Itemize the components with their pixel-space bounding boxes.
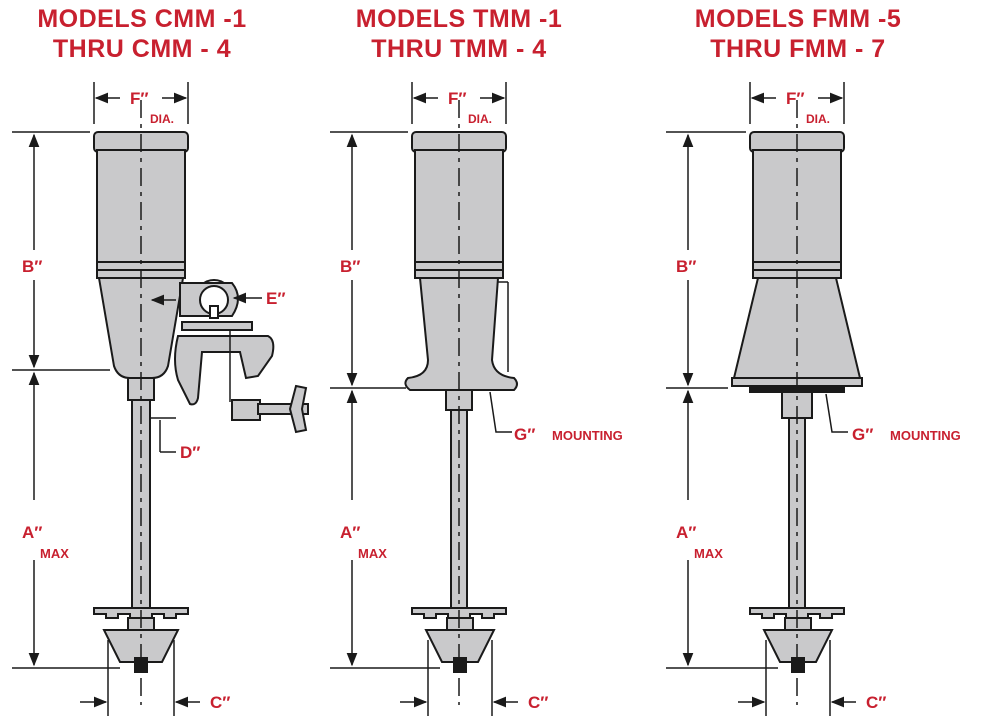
label-c: C″ <box>866 693 886 712</box>
clamp-key <box>209 305 219 319</box>
label-g: G″ <box>852 425 873 444</box>
label-max: MAX <box>358 546 387 561</box>
label-f: F″ <box>130 89 149 108</box>
label-f: F″ <box>448 89 467 108</box>
label-mounting: MOUNTING <box>552 428 623 443</box>
mixer-cmm <box>93 131 309 673</box>
label-b: B″ <box>22 257 42 276</box>
title-line-2: THRU CMM - 4 <box>52 35 232 63</box>
clamp-plate <box>181 321 253 331</box>
label-dia: DIA. <box>150 112 174 126</box>
title-line-1: MODELS TMM -1 <box>355 5 563 33</box>
label-dia: DIA. <box>806 112 830 126</box>
label-a: A″ <box>676 523 696 542</box>
label-mounting: MOUNTING <box>890 428 961 443</box>
label-a: A″ <box>22 523 42 542</box>
title-line-2: THRU FMM - 7 <box>710 35 886 63</box>
title-line-2: THRU TMM - 4 <box>371 35 547 63</box>
label-g: G″ <box>514 425 535 444</box>
c-clamp <box>174 335 275 406</box>
label-b: B″ <box>340 257 360 276</box>
labels-cmm: F″ DIA. B″ A″ MAX C″ D″ E″ <box>22 89 285 712</box>
label-b: B″ <box>676 257 696 276</box>
clamp-screw <box>257 403 309 415</box>
label-c: C″ <box>210 693 230 712</box>
label-max: MAX <box>40 546 69 561</box>
model-title-fmm: MODELS FMM -5 THRU FMM - 7 <box>648 4 948 64</box>
model-title-tmm: MODELS TMM -1 THRU TMM - 4 <box>309 4 609 64</box>
label-dia: DIA. <box>468 112 492 126</box>
shaft-nut <box>453 657 467 673</box>
title-line-1: MODELS FMM -5 <box>694 5 902 33</box>
hub <box>784 617 812 631</box>
label-a: A″ <box>340 523 360 542</box>
label-d: D″ <box>180 443 200 462</box>
clamp-screw-block <box>231 399 261 421</box>
label-e: E″ <box>266 289 285 308</box>
mixer-tmm <box>404 131 518 673</box>
flange-housing <box>404 277 518 391</box>
labels-tmm: F″ DIA. B″ A″ MAX C″ G″ MOUNTING <box>340 89 623 712</box>
model-title-cmm: MODELS CMM -1 THRU CMM - 4 <box>0 4 292 64</box>
label-c: C″ <box>528 693 548 712</box>
label-max: MAX <box>694 546 723 561</box>
label-f: F″ <box>786 89 805 108</box>
shaft-nut <box>791 657 805 673</box>
labels-fmm: F″ DIA. B″ A″ MAX C″ G″ MOUNTING <box>676 89 961 712</box>
hub <box>446 617 474 631</box>
title-line-1: MODELS CMM -1 <box>37 5 247 33</box>
wing-nut <box>288 384 308 434</box>
